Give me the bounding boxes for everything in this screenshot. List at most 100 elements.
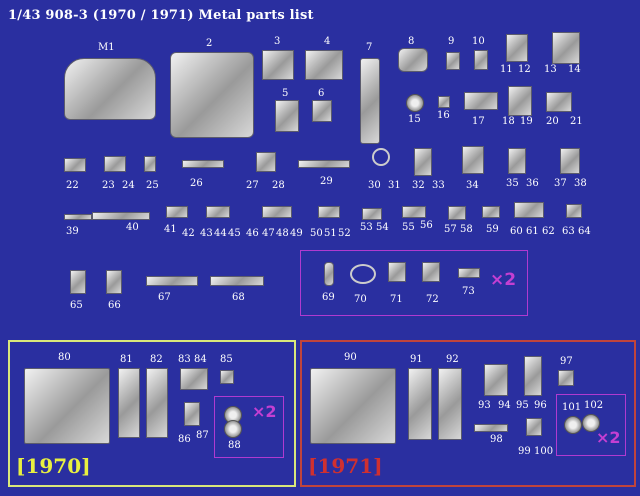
- part-7: [360, 58, 380, 144]
- part-85: [220, 370, 234, 384]
- part-82: [146, 368, 168, 438]
- label-19: 19: [520, 116, 533, 127]
- part-41-42: [166, 206, 188, 218]
- multiplier-101-102: ×2: [596, 428, 621, 447]
- part-22: [64, 158, 86, 172]
- part-29: [298, 160, 350, 168]
- multiplier-69-73: ×2: [490, 270, 517, 290]
- part-71: [388, 262, 406, 282]
- part-32-33: [414, 148, 432, 176]
- label-14: 14: [568, 64, 581, 75]
- label-97: 97: [560, 356, 573, 367]
- label-27: 27: [246, 180, 259, 191]
- label-35: 35: [506, 178, 519, 189]
- part-99-100: [526, 418, 542, 436]
- label-38: 38: [574, 178, 587, 189]
- part-90-floor-panel: [310, 368, 396, 444]
- label-60: 60: [510, 226, 523, 237]
- part-39: [64, 214, 92, 220]
- frame-1970: [8, 340, 296, 487]
- part-57-58: [448, 206, 466, 220]
- label-101: 101: [562, 402, 582, 413]
- part-63-64: [566, 204, 582, 218]
- part-91: [408, 368, 432, 440]
- part-69: [324, 262, 334, 286]
- label-40: 40: [126, 222, 139, 233]
- label-11: 11: [500, 64, 513, 75]
- part-95-96: [524, 356, 542, 396]
- label-92: 92: [446, 354, 459, 365]
- label-100: 100: [534, 446, 554, 457]
- label-70: 70: [354, 294, 367, 305]
- label-83: 83: [178, 354, 191, 365]
- label-45: 45: [228, 228, 241, 239]
- label-68: 68: [232, 292, 245, 303]
- label-53: 53: [360, 222, 373, 233]
- label-47: 47: [262, 228, 275, 239]
- label-17: 17: [472, 116, 485, 127]
- label-21: 21: [570, 116, 583, 127]
- label-9: 9: [448, 36, 455, 47]
- part-55-56: [402, 206, 426, 218]
- label-22: 22: [66, 180, 79, 191]
- label-16: 16: [437, 110, 450, 121]
- part-53-54: [362, 208, 382, 220]
- label-29: 29: [320, 176, 333, 187]
- part-34: [462, 146, 484, 174]
- label-57: 57: [444, 224, 457, 235]
- label-65: 65: [70, 300, 83, 311]
- label-95: 95: [516, 400, 529, 411]
- part-66: [106, 270, 122, 294]
- part-43-45: [206, 206, 230, 218]
- group-frame-69-73: [300, 250, 528, 316]
- label-96: 96: [534, 400, 547, 411]
- label-m1: M1: [98, 42, 115, 53]
- part-86-87: [184, 402, 200, 426]
- label-85: 85: [220, 354, 233, 365]
- label-88: 88: [228, 440, 241, 451]
- part-2-chassis-frame: [170, 52, 254, 138]
- part-92: [438, 368, 462, 440]
- label-59: 59: [486, 224, 499, 235]
- part-40: [92, 212, 150, 220]
- label-50: 50: [310, 228, 323, 239]
- label-28: 28: [272, 180, 285, 191]
- label-54: 54: [376, 222, 389, 233]
- part-13-14: [552, 32, 580, 64]
- label-90: 90: [344, 352, 357, 363]
- part-83-84: [180, 368, 208, 390]
- label-99: 99: [518, 446, 531, 457]
- year-1970-label: [1970]: [16, 454, 91, 478]
- label-26: 26: [190, 178, 203, 189]
- part-23-24: [104, 156, 126, 172]
- label-98: 98: [490, 434, 503, 445]
- label-73: 73: [462, 286, 475, 297]
- label-8: 8: [408, 36, 415, 47]
- label-51: 51: [324, 228, 337, 239]
- part-30-31: [372, 148, 390, 166]
- label-43: 43: [200, 228, 213, 239]
- part-88-wheel-2: [224, 420, 242, 438]
- label-31: 31: [388, 180, 401, 191]
- label-10: 10: [472, 36, 485, 47]
- label-25: 25: [146, 180, 159, 191]
- part-27-28: [256, 152, 276, 172]
- label-5: 5: [282, 88, 289, 99]
- label-63: 63: [562, 226, 575, 237]
- part-8: [398, 48, 428, 72]
- part-101-wheel: [564, 416, 582, 434]
- label-69: 69: [322, 292, 335, 303]
- part-10: [474, 50, 488, 70]
- part-73: [458, 268, 480, 278]
- label-71: 71: [390, 294, 403, 305]
- part-11-12: [506, 34, 528, 62]
- part-60-62: [514, 202, 544, 218]
- part-20-21: [546, 92, 572, 112]
- label-91: 91: [410, 354, 423, 365]
- multiplier-88: ×2: [252, 402, 277, 421]
- part-16: [438, 96, 450, 108]
- part-35-36: [508, 148, 526, 174]
- label-87: 87: [196, 430, 209, 441]
- label-18: 18: [502, 116, 515, 127]
- part-9: [446, 52, 460, 70]
